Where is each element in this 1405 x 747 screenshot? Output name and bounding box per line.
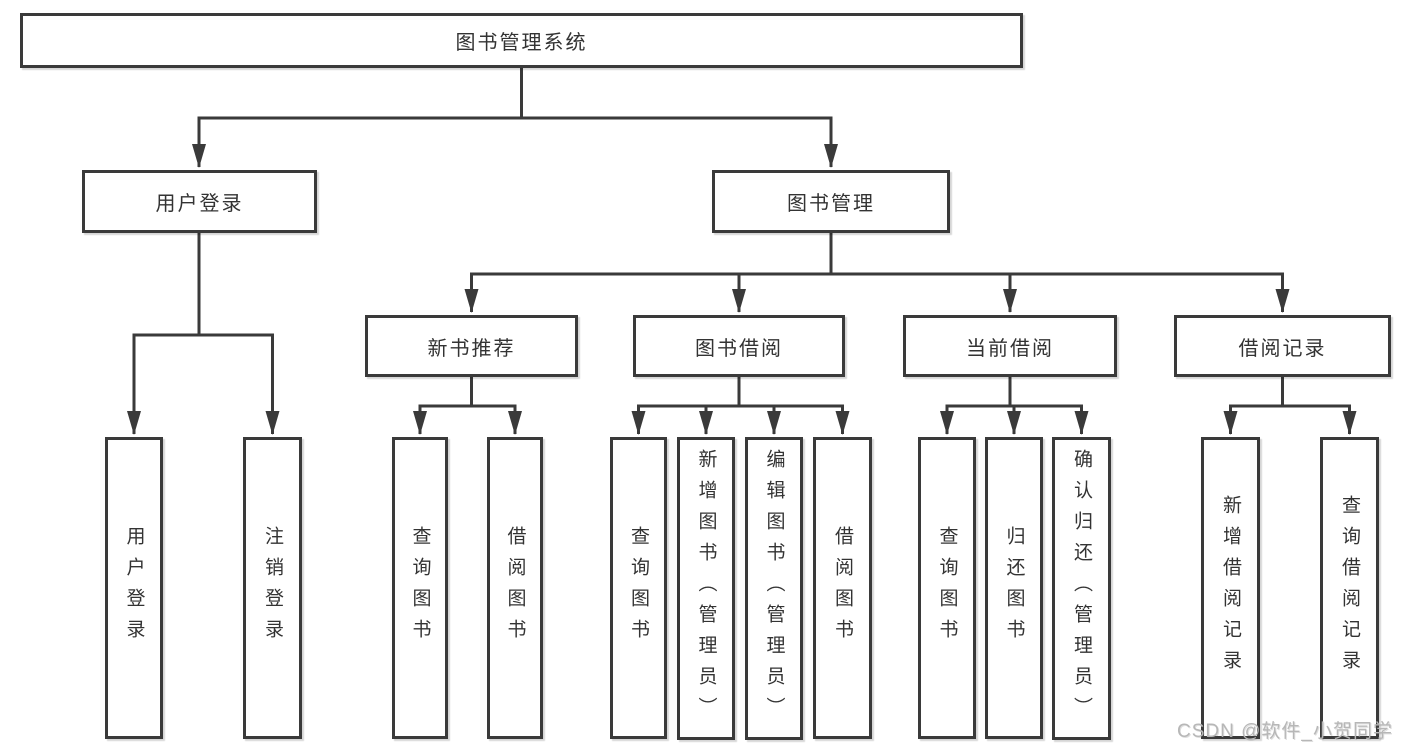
csdn-watermark: CSDN @软件_小贺同学 xyxy=(1177,721,1393,742)
leaf-br-query-borrow-record-label: 查询借阅记录 xyxy=(1339,495,1360,681)
leaf-bb-query-books-label: 查询图书 xyxy=(628,526,649,650)
node-book-borrow-label: 图书借阅 xyxy=(695,337,783,360)
leaf-nb-query-books: 查询图书 xyxy=(392,437,448,739)
leaf-cb-confirm-return-admin-label: 确认归还（管理员） xyxy=(1071,449,1092,728)
node-root-system: 图书管理系统 xyxy=(20,13,1023,68)
leaf-user-login: 用户登录 xyxy=(105,437,163,739)
leaf-br-add-borrow-record-label: 新增借阅记录 xyxy=(1220,495,1241,681)
connector-arrow-drops xyxy=(127,118,1357,435)
leaf-nb-borrow-books-label: 借阅图书 xyxy=(504,526,526,650)
node-current-borrow-label: 当前借阅 xyxy=(966,337,1054,360)
leaf-bb-borrow-books: 借阅图书 xyxy=(813,437,872,739)
leaf-cb-confirm-return-admin: 确认归还（管理员） xyxy=(1052,437,1111,740)
node-borrow-record: 借阅记录 xyxy=(1174,315,1391,377)
leaf-bb-add-books-admin-label: 新增图书（管理员） xyxy=(695,449,717,728)
node-book-borrow: 图书借阅 xyxy=(633,315,845,377)
leaf-br-query-borrow-record: 查询借阅记录 xyxy=(1320,437,1379,739)
leaf-bb-edit-books-admin: 编辑图书（管理员） xyxy=(745,437,803,740)
leaf-logout-login-label: 注销登录 xyxy=(262,526,283,650)
leaf-cb-query-books-label: 查询图书 xyxy=(936,526,958,650)
leaf-cb-return-books: 归还图书 xyxy=(985,437,1043,739)
leaf-logout-login: 注销登录 xyxy=(243,437,302,739)
node-user-login-label: 用户登录 xyxy=(155,193,244,215)
node-current-borrow: 当前借阅 xyxy=(903,315,1117,377)
connector-bus-lines xyxy=(132,66,1351,408)
node-new-book-recommend-label: 新书推荐 xyxy=(427,337,516,360)
leaf-nb-query-books-label: 查询图书 xyxy=(409,526,431,650)
leaf-nb-borrow-books: 借阅图书 xyxy=(487,437,543,739)
leaf-cb-return-books-label: 归还图书 xyxy=(1003,526,1025,650)
node-root-system-label: 图书管理系统 xyxy=(455,32,588,54)
node-new-book-recommend: 新书推荐 xyxy=(365,315,578,377)
node-user-login: 用户登录 xyxy=(82,170,317,233)
leaf-bb-edit-books-admin-label: 编辑图书（管理员） xyxy=(763,449,785,728)
leaf-bb-add-books-admin: 新增图书（管理员） xyxy=(677,437,735,740)
node-borrow-record-label: 借阅记录 xyxy=(1238,337,1327,360)
node-book-management-label: 图书管理 xyxy=(787,193,875,215)
leaf-bb-borrow-books-label: 借阅图书 xyxy=(832,526,853,650)
leaf-user-login-label: 用户登录 xyxy=(123,526,145,650)
node-book-management: 图书管理 xyxy=(712,170,950,233)
leaf-bb-query-books: 查询图书 xyxy=(610,437,667,739)
leaf-br-add-borrow-record: 新增借阅记录 xyxy=(1201,437,1260,739)
leaf-cb-query-books: 查询图书 xyxy=(918,437,976,739)
